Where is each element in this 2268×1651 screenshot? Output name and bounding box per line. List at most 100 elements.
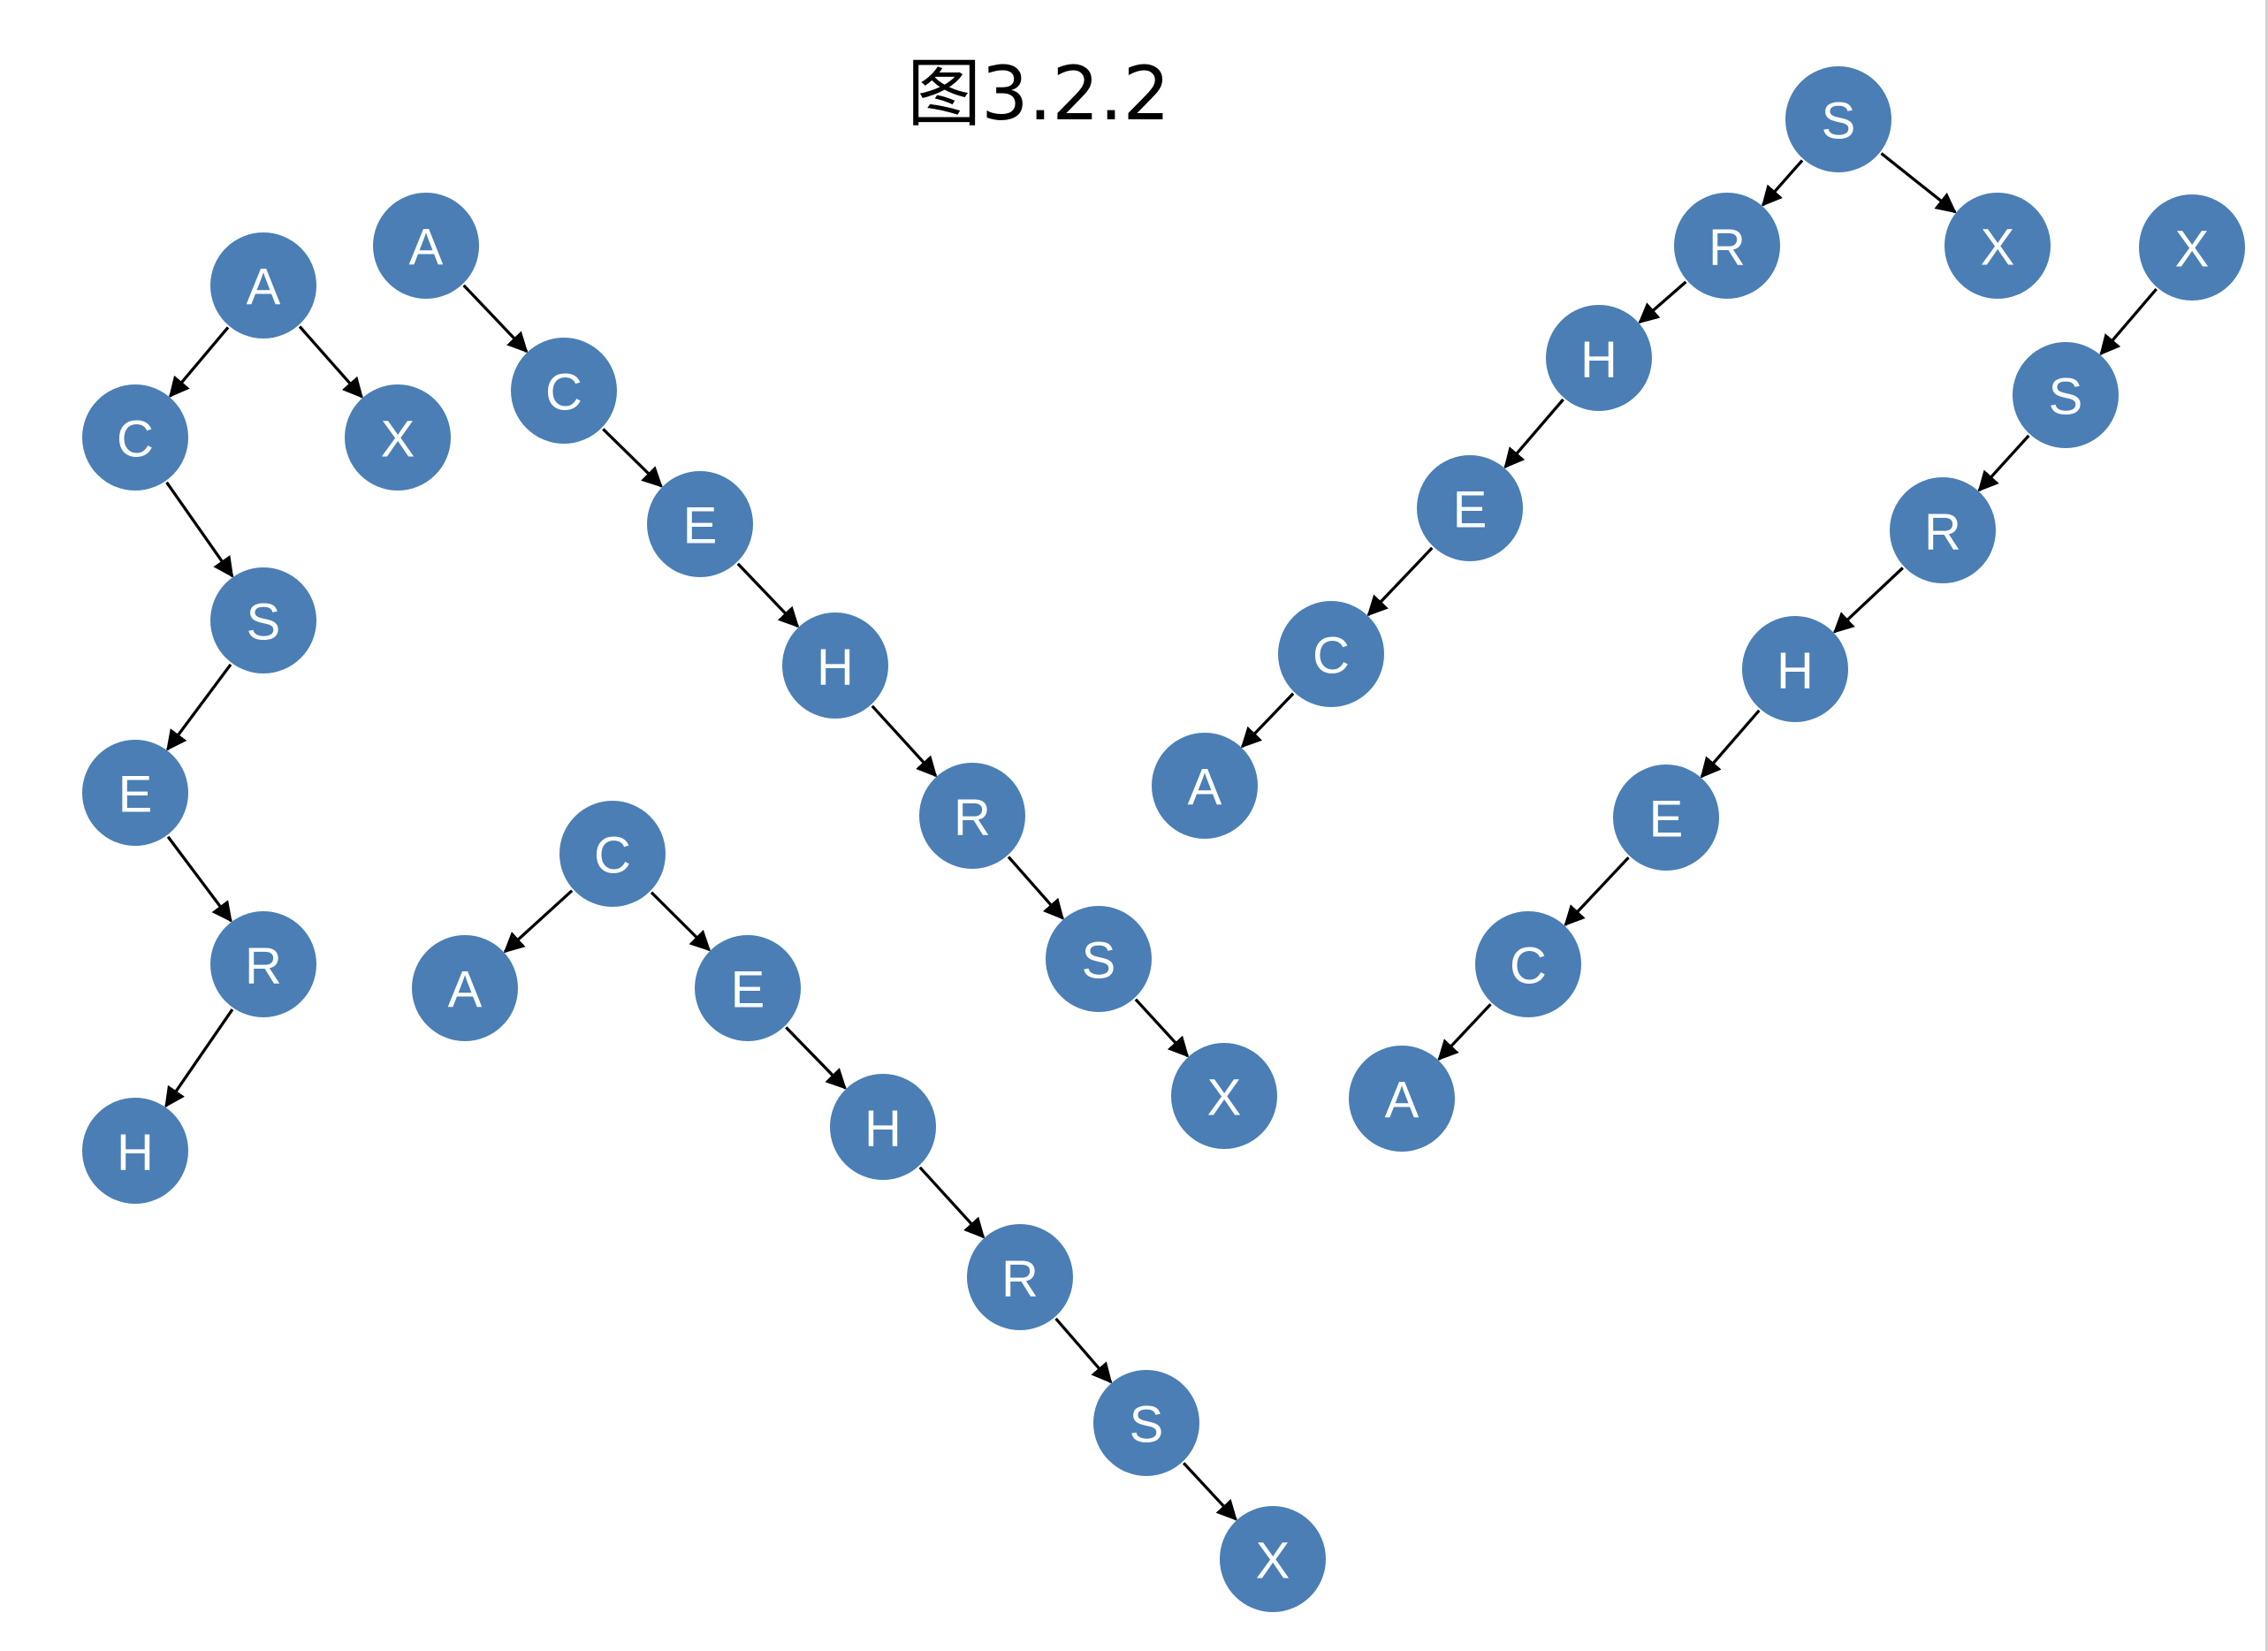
node-circle bbox=[1171, 1043, 1277, 1149]
tree-node-t2-R: R bbox=[919, 763, 1025, 869]
node-circle bbox=[2013, 342, 2119, 448]
page-right-border bbox=[2265, 0, 2268, 1651]
node-circle bbox=[1890, 477, 1996, 583]
edge-arrow-t2-A-to-t2-C bbox=[462, 284, 529, 354]
edge-arrow-t5-R-to-t5-H bbox=[1832, 567, 1904, 634]
node-label: S bbox=[1822, 93, 1856, 150]
edge-arrow-t5-H-to-t5-E bbox=[1700, 709, 1761, 779]
tree-node-t2-S: S bbox=[1046, 906, 1152, 1012]
node-label: H bbox=[1777, 643, 1814, 700]
node-circle bbox=[511, 338, 617, 444]
tree-node-t3-X: X bbox=[1220, 1506, 1326, 1612]
node-label: E bbox=[683, 498, 718, 555]
tree-node-t4-H: H bbox=[1546, 305, 1652, 411]
node-circle bbox=[82, 740, 188, 846]
node-circle bbox=[782, 612, 888, 719]
edge-arrow-t1-A-to-t1-X bbox=[298, 325, 363, 399]
node-circle bbox=[1674, 193, 1780, 299]
tree-node-t5-X: X bbox=[2139, 194, 2245, 301]
node-label: A bbox=[1385, 1072, 1419, 1130]
edges-layer bbox=[164, 152, 2158, 1521]
node-circle bbox=[1475, 911, 1581, 1017]
node-circle bbox=[1152, 733, 1258, 839]
node-circle bbox=[830, 1074, 936, 1180]
tree-2-edges bbox=[462, 284, 1190, 1058]
tree-3-edges bbox=[503, 889, 1237, 1521]
node-label: S bbox=[1130, 1396, 1164, 1454]
node-label: E bbox=[1453, 482, 1488, 539]
node-label: H bbox=[1580, 331, 1617, 389]
tree-5-edges bbox=[1437, 288, 2158, 1061]
edge-arrow-t3-C-to-t3-A bbox=[503, 889, 574, 954]
edge-arrow-t4-R-to-t4-H bbox=[1638, 280, 1687, 324]
edge-arrow-t1-E-to-t1-R bbox=[166, 835, 232, 923]
tree-node-t2-C: C bbox=[511, 338, 617, 444]
tree-2: A C E H R SX bbox=[373, 193, 1277, 1149]
node-label: X bbox=[1981, 219, 2015, 277]
edge-arrow-t1-C-to-t1-S bbox=[165, 481, 234, 578]
node-label: C bbox=[117, 411, 154, 468]
node-circle bbox=[210, 911, 316, 1017]
edge-arrow-t4-H-to-t4-E bbox=[1503, 398, 1564, 469]
edge-arrow-t5-S-to-t5-R bbox=[1977, 434, 2030, 492]
tree-node-t4-X: X bbox=[1945, 193, 2051, 299]
node-label: A bbox=[448, 962, 483, 1019]
edge-arrow-t2-E-to-t2-H bbox=[736, 562, 800, 628]
tree-node-t1-S: S bbox=[210, 567, 316, 673]
node-circle bbox=[1546, 305, 1652, 411]
edge-arrow-t2-S-to-t2-X bbox=[1134, 998, 1190, 1058]
node-circle bbox=[210, 567, 316, 673]
tree-4-edges bbox=[1240, 152, 1957, 749]
edge-arrow-t3-R-to-t3-S bbox=[1054, 1317, 1113, 1384]
tree-node-t5-H: H bbox=[1742, 616, 1848, 722]
node-label: A bbox=[247, 259, 281, 316]
edge-arrow-t5-C-to-t5-A bbox=[1437, 1003, 1492, 1061]
node-label: A bbox=[1188, 759, 1222, 817]
node-label: C bbox=[594, 827, 631, 885]
edge-arrow-t4-S-to-t4-R bbox=[1762, 159, 1804, 207]
tree-4: S R X H E CA bbox=[1152, 66, 2051, 839]
edge-arrow-t5-X-to-t5-S bbox=[2099, 288, 2158, 356]
node-label: S bbox=[2049, 369, 2083, 426]
tree-node-t4-E: E bbox=[1417, 455, 1523, 561]
node-circle bbox=[412, 935, 518, 1041]
edge-arrow-t4-S-to-t4-X bbox=[1880, 152, 1957, 214]
node-label: H bbox=[817, 639, 854, 696]
tree-1-edges bbox=[164, 325, 363, 1108]
node-label: X bbox=[2175, 221, 2210, 278]
node-circle bbox=[967, 1224, 1073, 1330]
node-label: R bbox=[1001, 1251, 1039, 1308]
node-label: R bbox=[1924, 504, 1961, 561]
tree-node-t2-H: H bbox=[782, 612, 888, 719]
tree-node-t5-A: A bbox=[1349, 1046, 1455, 1152]
tree-node-t3-R: R bbox=[967, 1224, 1073, 1330]
tree-node-t1-A: A bbox=[210, 232, 316, 339]
edge-arrow-t3-C-to-t3-E bbox=[650, 891, 712, 952]
edge-arrow-t2-H-to-t2-R bbox=[871, 704, 938, 778]
tree-node-t1-R: R bbox=[210, 911, 316, 1017]
node-circle bbox=[1785, 66, 1891, 172]
node-label: A bbox=[409, 219, 444, 277]
tree-node-t2-X: X bbox=[1171, 1043, 1277, 1149]
node-circle bbox=[1278, 601, 1384, 707]
node-circle bbox=[2139, 194, 2245, 301]
tree-node-t5-C: C bbox=[1475, 911, 1581, 1017]
edge-arrow-t2-C-to-t2-E bbox=[602, 428, 663, 488]
node-label: S bbox=[1082, 932, 1116, 990]
tree-node-t1-X: X bbox=[345, 384, 451, 491]
node-circle bbox=[695, 935, 801, 1041]
tree-node-t1-E: E bbox=[82, 740, 188, 846]
tree-node-t4-C: C bbox=[1278, 601, 1384, 707]
tree-node-t3-A: A bbox=[412, 935, 518, 1041]
edge-arrow-t2-R-to-t2-S bbox=[1007, 856, 1064, 920]
node-circle bbox=[210, 232, 316, 339]
node-circle bbox=[1945, 193, 2051, 299]
edge-arrow-t1-S-to-t1-E bbox=[166, 663, 232, 751]
node-label: H bbox=[864, 1100, 902, 1158]
node-circle bbox=[1220, 1506, 1326, 1612]
node-circle bbox=[1046, 906, 1152, 1012]
node-circle bbox=[82, 384, 188, 491]
